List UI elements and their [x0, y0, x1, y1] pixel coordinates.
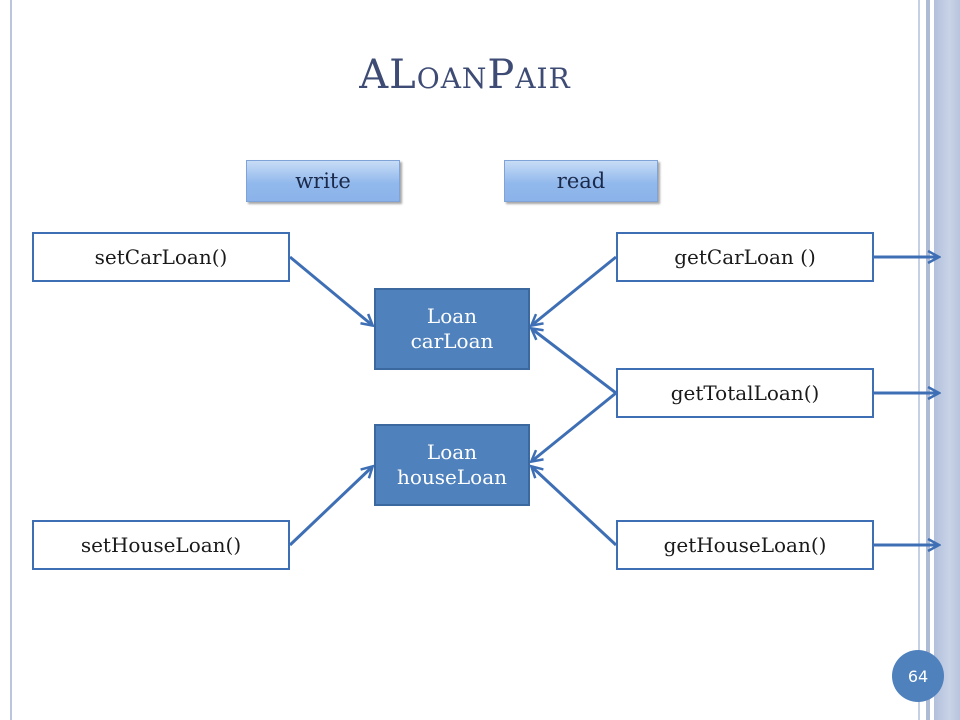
right-frame-bar	[934, 0, 960, 720]
get-house-loan-box: getHouseLoan()	[616, 520, 874, 570]
house-loan-variable: Loan houseLoan	[374, 424, 530, 506]
car-loan-variable: Loan carLoan	[374, 288, 530, 370]
page-number: 64	[907, 666, 929, 686]
get-total-loan-box: getTotalLoan()	[616, 368, 874, 418]
set-house-loan-label: setHouseLoan()	[80, 533, 242, 557]
get-total-loan-label: getTotalLoan()	[670, 381, 820, 405]
car-loan-name: carLoan	[410, 329, 494, 353]
get-car-loan-box: getCarLoan ()	[616, 232, 874, 282]
arrow-sethouse-to-houseloan	[288, 467, 372, 547]
slide-title: ALoanPair	[359, 52, 571, 98]
left-frame-line	[10, 0, 12, 720]
arrow-gettotal-to-carloan	[532, 329, 617, 395]
read-label: read	[504, 160, 658, 202]
page-number-badge: 64	[892, 650, 944, 702]
arrow-gethouse-to-houseloan	[532, 467, 618, 547]
right-frame-line	[918, 0, 920, 720]
car-loan-type: Loan	[426, 304, 478, 328]
set-house-loan-box: setHouseLoan()	[32, 520, 290, 570]
house-loan-name: houseLoan	[396, 465, 508, 489]
get-car-loan-label: getCarLoan ()	[674, 245, 816, 269]
arrow-setcar-to-carloan	[289, 255, 372, 325]
write-label: write	[246, 160, 400, 202]
arrow-getcar-to-carloan	[532, 255, 617, 325]
set-car-loan-box: setCarLoan()	[32, 232, 290, 282]
right-frame-line	[926, 0, 930, 720]
set-car-loan-label: setCarLoan()	[94, 245, 228, 269]
get-house-loan-label: getHouseLoan()	[663, 533, 827, 557]
arrow-gettotal-to-houseloan	[532, 391, 617, 461]
house-loan-type: Loan	[426, 440, 478, 464]
